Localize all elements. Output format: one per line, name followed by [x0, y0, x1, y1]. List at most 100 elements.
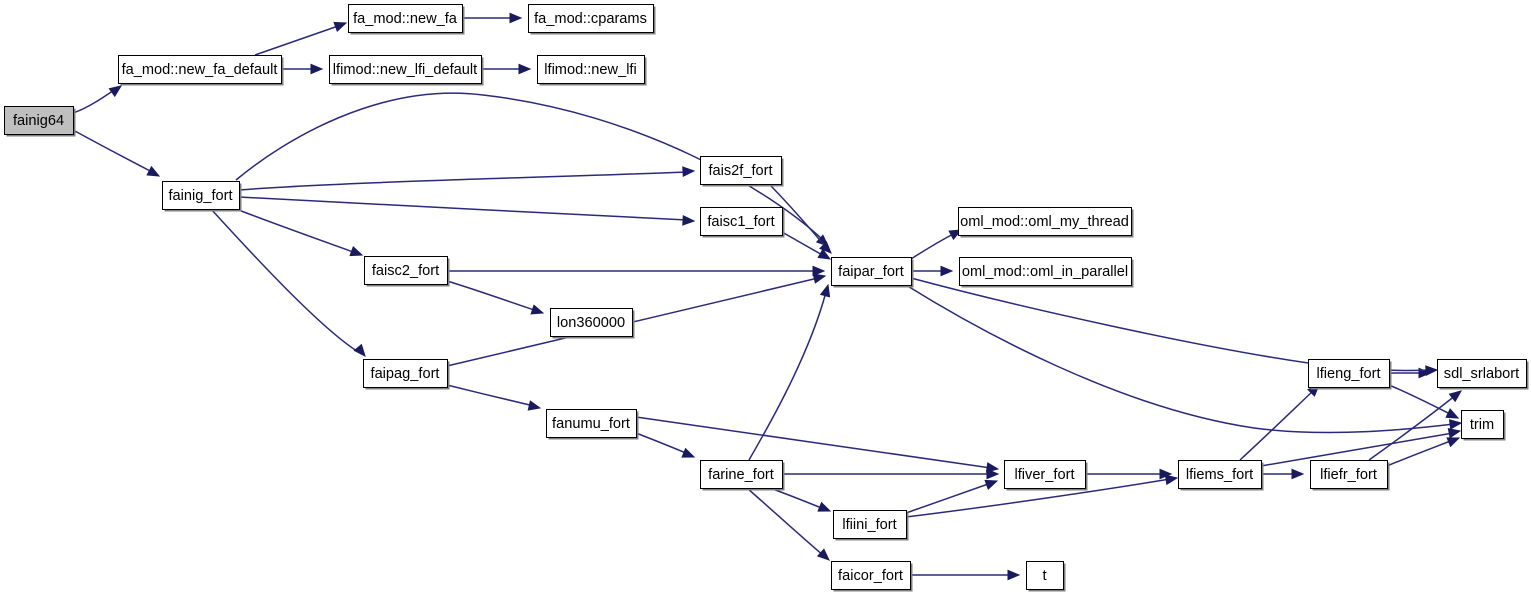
- edge-line: [768, 183, 827, 248]
- node-lfiver_fort[interactable]: lfiver_fort: [1004, 460, 1088, 491]
- node-fa_mod_new_fa[interactable]: fa_mod::new_fa: [348, 4, 465, 35]
- node-rect[interactable]: [1026, 561, 1064, 590]
- edge-fanumu_fort-to-lfiver_fort: [635, 416, 1000, 473]
- edge-line: [905, 478, 1171, 518]
- node-rect[interactable]: [700, 460, 783, 489]
- node-t[interactable]: t: [1026, 561, 1066, 592]
- node-rect[interactable]: [1004, 460, 1086, 489]
- node-faicor_fort[interactable]: faicor_fort: [831, 561, 913, 592]
- node-faipag_fort[interactable]: faipag_fort: [363, 359, 450, 390]
- node-label: fainig64: [13, 113, 64, 129]
- node-fa_mod_new_fa_default[interactable]: fa_mod::new_fa_default: [118, 55, 284, 86]
- node-label: t: [1042, 568, 1046, 584]
- edge-arrowhead-icon: [108, 85, 123, 98]
- node-farine_fort[interactable]: farine_fort: [700, 460, 785, 491]
- node-rect[interactable]: [364, 256, 448, 285]
- edge-arrowhead-icon: [1447, 427, 1462, 439]
- node-rect[interactable]: [528, 4, 654, 33]
- node-rect[interactable]: [958, 207, 1132, 236]
- node-rect[interactable]: [831, 257, 912, 286]
- edge-line: [905, 284, 1455, 434]
- edge-arrowhead-icon: [682, 166, 696, 177]
- node-lfimod_new_lfi[interactable]: lfimod::new_lfi: [537, 55, 647, 86]
- edge-line: [635, 432, 689, 455]
- edges-layer: [72, 12, 1463, 581]
- node-rect[interactable]: [1461, 410, 1504, 439]
- node-rect[interactable]: [1178, 460, 1262, 489]
- node-rect[interactable]: [363, 359, 448, 388]
- node-label: farine_fort: [708, 467, 774, 483]
- edge-arrowhead-icon: [518, 63, 532, 75]
- edge-fainig_fort-to-faipag_fort: [210, 208, 366, 357]
- edge-line: [635, 416, 992, 469]
- edge-arrowhead-icon: [1448, 419, 1463, 430]
- edge-faipar_fort-to-oml_in_parallel: [911, 265, 954, 277]
- node-rect[interactable]: [700, 207, 783, 236]
- node-label: fainig_fort: [168, 188, 232, 204]
- node-fainig_fort[interactable]: fainig_fort: [162, 181, 242, 212]
- node-rect[interactable]: [833, 510, 907, 539]
- node-sdl_srlabort[interactable]: sdl_srlabort: [1437, 359, 1529, 390]
- edge-arrowhead-icon: [681, 447, 696, 458]
- node-lfiini_fort[interactable]: lfiini_fort: [833, 510, 909, 541]
- node-fa_mod_cparams[interactable]: fa_mod::cparams: [528, 4, 656, 35]
- node-label: oml_mod::oml_my_thread: [960, 214, 1129, 230]
- node-label: lfiini_fort: [842, 517, 896, 533]
- edge-line: [1388, 384, 1453, 416]
- node-lfieng_fort[interactable]: lfieng_fort: [1308, 359, 1392, 390]
- node-faisc2_fort[interactable]: faisc2_fort: [364, 256, 450, 287]
- node-rect[interactable]: [4, 106, 74, 135]
- node-lfimod_new_lfi_default[interactable]: lfimod::new_lfi_default: [329, 55, 484, 86]
- edge-arrowhead-icon: [1446, 437, 1461, 448]
- node-oml_in_parallel[interactable]: oml_mod::oml_in_parallel: [959, 257, 1134, 288]
- edge-arrowhead-icon: [1291, 468, 1305, 480]
- edge-lfiini_fort-to-lfiver_fort: [905, 479, 999, 514]
- node-rect[interactable]: [1308, 359, 1390, 388]
- node-rect[interactable]: [550, 308, 633, 337]
- node-lon360000[interactable]: lon360000: [550, 308, 635, 339]
- node-rect[interactable]: [348, 4, 463, 33]
- edge-faipag_fort-to-fanumu_fort: [446, 384, 542, 411]
- node-rect[interactable]: [537, 55, 645, 84]
- edge-fainig_fort-to-fais2f_fort: [238, 166, 696, 191]
- node-rect[interactable]: [1437, 359, 1527, 388]
- edge-line: [235, 92, 824, 241]
- node-rect[interactable]: [162, 181, 240, 210]
- node-faipar_fort[interactable]: faipar_fort: [831, 257, 914, 288]
- edge-arrowhead-icon: [1445, 408, 1460, 419]
- node-lfiems_fort[interactable]: lfiems_fort: [1178, 460, 1264, 491]
- node-rect[interactable]: [700, 156, 782, 185]
- edge-arrowhead-icon: [819, 241, 832, 254]
- edge-lfimod_new_lfi_default-to-lfimod_new_lfi: [481, 63, 532, 75]
- edge-fa_mod_new_fa-to-fa_mod_cparams: [462, 12, 523, 24]
- edge-line: [72, 87, 118, 114]
- node-rect[interactable]: [329, 55, 482, 84]
- edge-line: [1386, 439, 1454, 467]
- node-trim[interactable]: trim: [1461, 410, 1506, 441]
- node-lfiefr_fort[interactable]: lfiefr_fort: [1310, 460, 1390, 491]
- node-label: fa_mod::new_fa_default: [122, 62, 278, 78]
- edge-lfiems_fort-to-trim: [1260, 427, 1462, 467]
- edge-arrowhead-icon: [349, 246, 364, 257]
- node-oml_my_thread[interactable]: oml_mod::oml_my_thread: [958, 207, 1134, 238]
- edge-line: [905, 482, 992, 514]
- edge-farine_fort-to-faipar_fort: [748, 283, 831, 461]
- edge-line: [210, 208, 361, 354]
- node-fanumu_fort[interactable]: fanumu_fort: [546, 409, 639, 440]
- edge-lfiver_fort-to-lfiems_fort: [1085, 468, 1173, 480]
- node-fais2f_fort[interactable]: fais2f_fort: [700, 156, 784, 187]
- edge-fa_mod_new_fa_default-to-lfimod_new_lfi_default: [281, 63, 324, 75]
- node-rect[interactable]: [546, 409, 637, 438]
- edge-line: [254, 24, 342, 56]
- edge-faipag_fort-to-faipar_fort: [446, 273, 827, 367]
- node-rect[interactable]: [959, 257, 1132, 286]
- edge-faisc2_fort-to-lon360000: [446, 280, 545, 315]
- node-rect[interactable]: [831, 561, 911, 590]
- node-rect[interactable]: [118, 55, 282, 84]
- edge-faipar_fort-to-trim: [905, 284, 1463, 434]
- edge-fa_mod_new_fa_default-to-fa_mod_new_fa: [254, 21, 348, 56]
- node-fainig64[interactable]: fainig64: [4, 106, 76, 137]
- node-faisc1_fort[interactable]: faisc1_fort: [700, 207, 785, 238]
- node-label: fais2f_fort: [708, 163, 772, 179]
- node-rect[interactable]: [1310, 460, 1388, 489]
